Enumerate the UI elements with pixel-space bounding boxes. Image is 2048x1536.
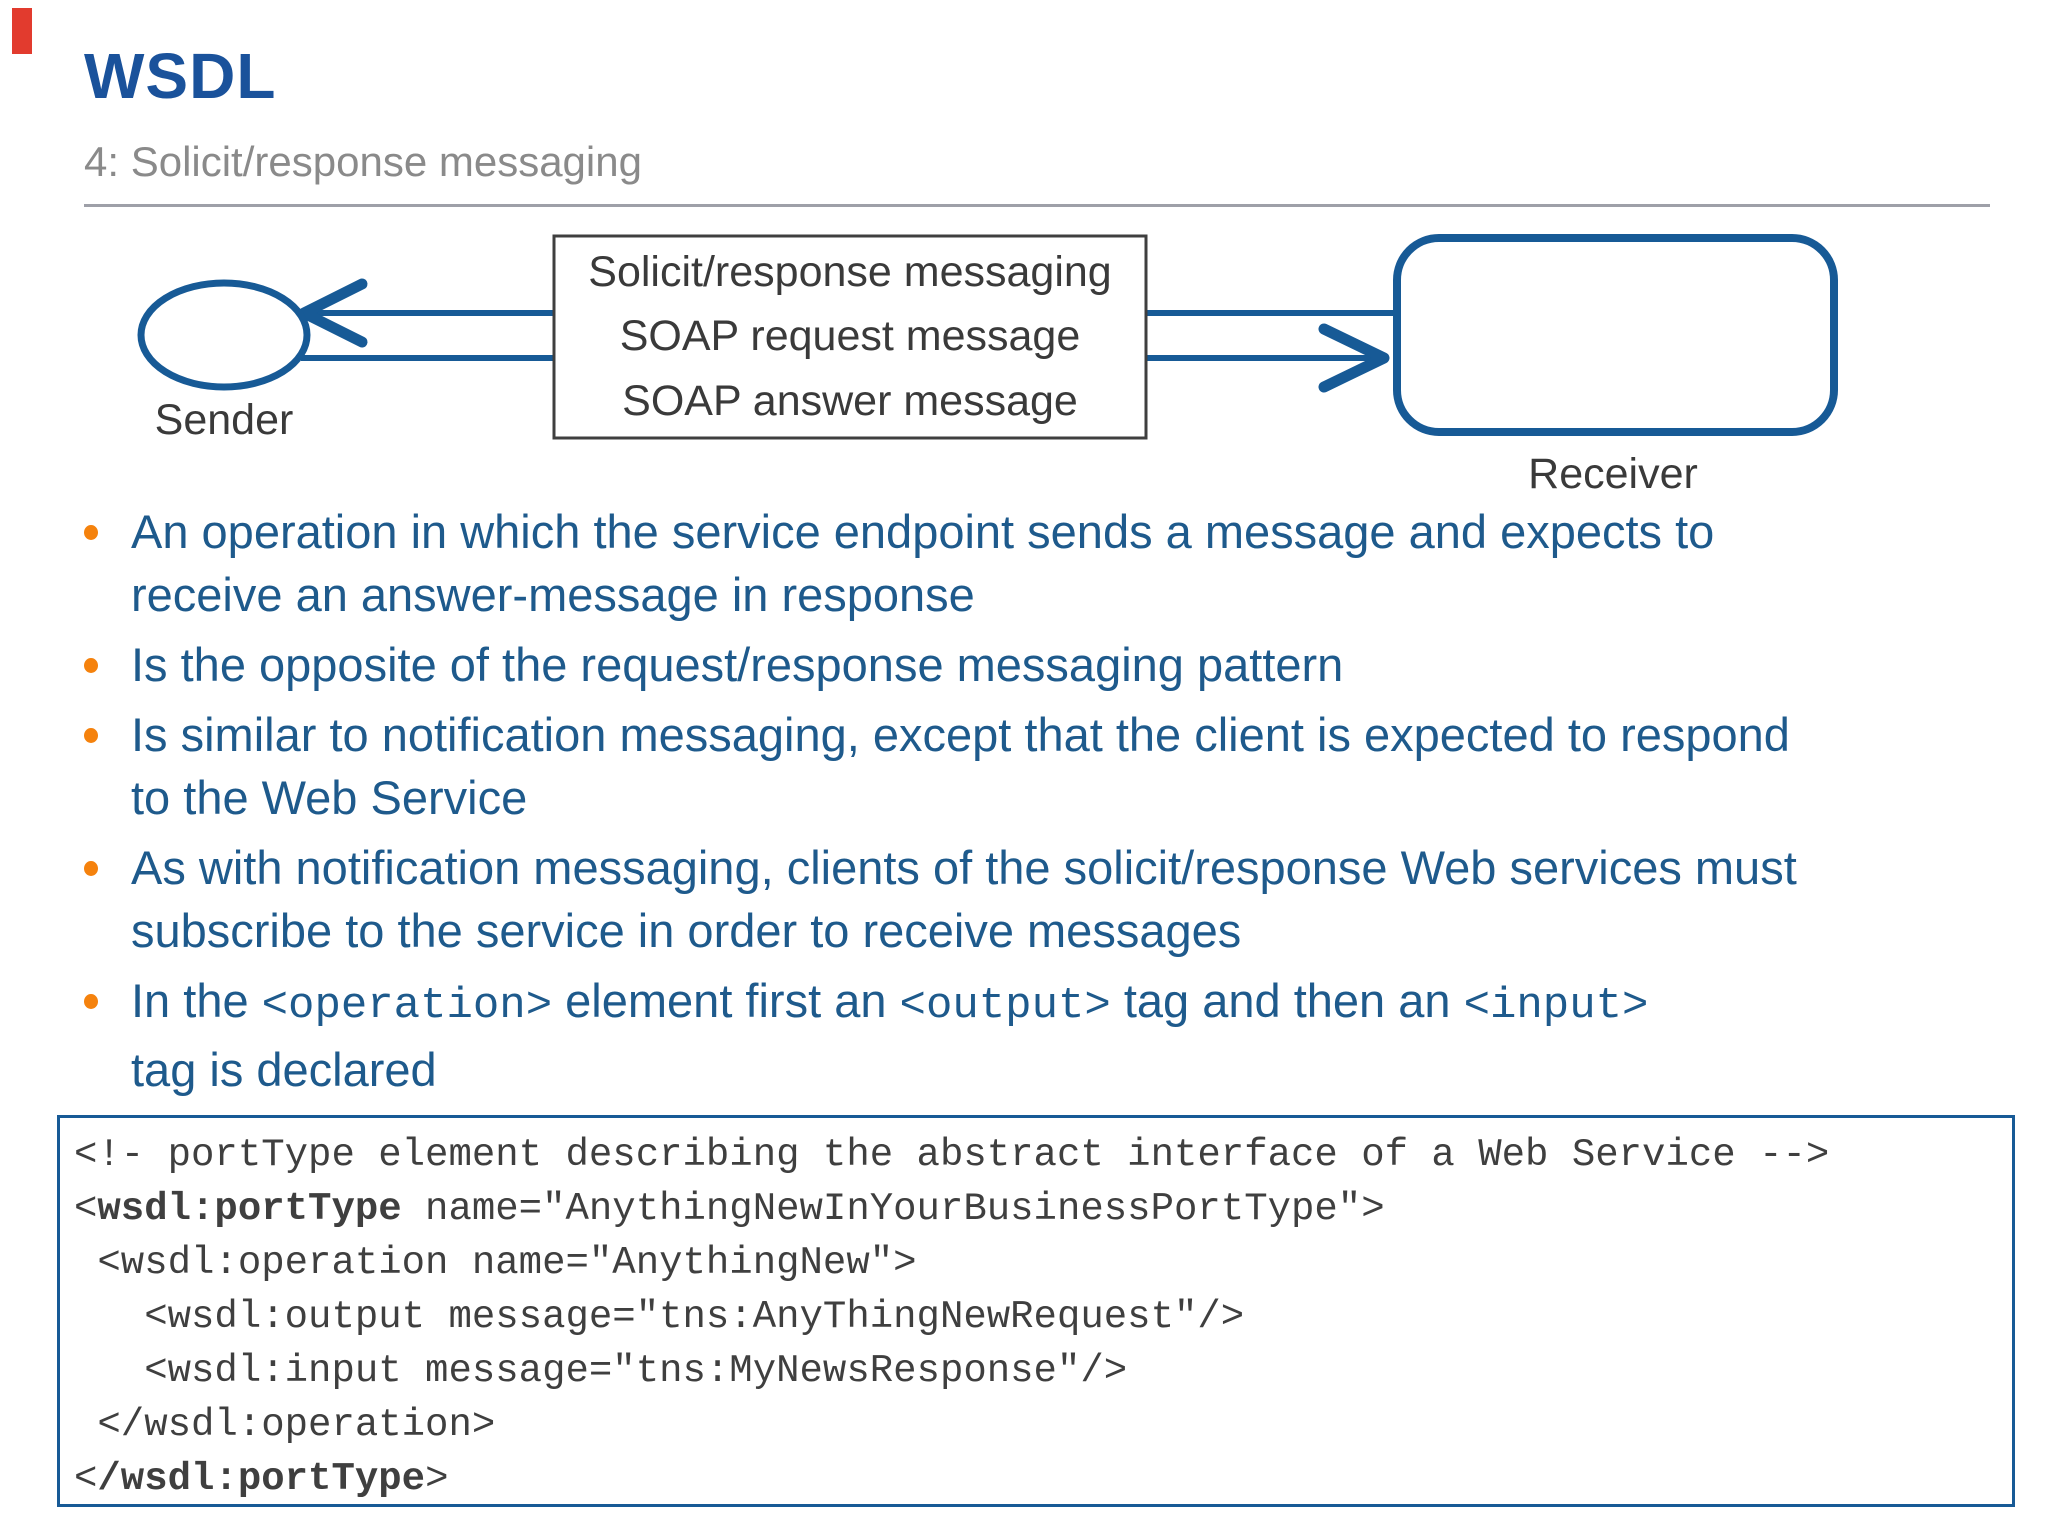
receiver-label: Receiver xyxy=(1528,450,1698,498)
solicit-arrowhead-icon xyxy=(298,278,368,348)
message-box-rect xyxy=(552,234,1148,440)
bullet-text-line: As with notification messaging, clients … xyxy=(131,841,1797,894)
bullet-text-line: tag is declared xyxy=(131,1043,437,1096)
bullet-dot xyxy=(84,658,98,673)
page-subtitle: 4: Solicit/response messaging xyxy=(84,138,642,185)
bullet-list: An operation in which the service endpoi… xyxy=(84,500,2014,1108)
bullet-dot xyxy=(84,994,98,1009)
code-line: </wsdl:portType> xyxy=(74,1457,449,1501)
bullet-text-line: Is similar to notification messaging, ex… xyxy=(131,708,1790,761)
bullet-dot xyxy=(84,728,98,743)
sender-ellipse xyxy=(137,279,311,391)
bullet-text-line: receive an answer-message in response xyxy=(131,568,975,621)
message-box-line: SOAP request message xyxy=(619,312,1081,361)
response-arrowhead-icon xyxy=(1318,323,1390,393)
bullet-text-line: to the Web Service xyxy=(131,771,528,824)
code-line: <wsdl:operation name="AnythingNew"> xyxy=(74,1241,917,1285)
sender-label: Sender xyxy=(154,396,294,444)
bullet-text-line: Is the opposite of the request/response … xyxy=(131,638,1344,691)
bullet-text-line: subscribe to the service in order to rec… xyxy=(131,904,1242,957)
code-line: </wsdl:operation> xyxy=(74,1403,496,1447)
bullet-dot xyxy=(84,861,98,876)
code-line: <wsdl:portType name="AnythingNewInYourBu… xyxy=(74,1187,1385,1231)
code-line: <wsdl:output message="tns:AnyThingNewReq… xyxy=(74,1295,1245,1339)
code-line: <!- portType element describing the abst… xyxy=(74,1133,1830,1177)
message-box-line: SOAP answer message xyxy=(622,377,1078,426)
bullet-item: Is similar to notification messaging, ex… xyxy=(84,703,2014,829)
bullet-item: Is the opposite of the request/response … xyxy=(84,633,2014,696)
page-title: WSDL xyxy=(84,40,277,112)
bullet-item: As with notification messaging, clients … xyxy=(84,836,2014,962)
code-line: <wsdl:input message="tns:MyNewsResponse"… xyxy=(74,1349,1128,1393)
bullet-item: An operation in which the service endpoi… xyxy=(84,500,2014,626)
bullet-dot xyxy=(84,525,98,540)
diagram-canvas xyxy=(137,234,1838,440)
brand-accent-bar xyxy=(12,8,32,54)
receiver-box xyxy=(1393,234,1838,436)
title-divider xyxy=(84,204,1990,207)
bullet-item: In the <operation> element first an <out… xyxy=(84,969,2014,1101)
message-box-line: Solicit/response messaging xyxy=(588,247,1112,296)
message-box-labels: Solicit/response messaging SOAP request … xyxy=(554,240,1146,434)
bullet-text-line: An operation in which the service endpoi… xyxy=(131,505,1715,558)
bullet-text-line: In the <operation> element first an <out… xyxy=(131,974,1649,1031)
messaging-diagram: Solicit/response messaging SOAP request … xyxy=(0,0,2048,520)
code-block: <!- portType element describing the abst… xyxy=(57,1115,2015,1507)
